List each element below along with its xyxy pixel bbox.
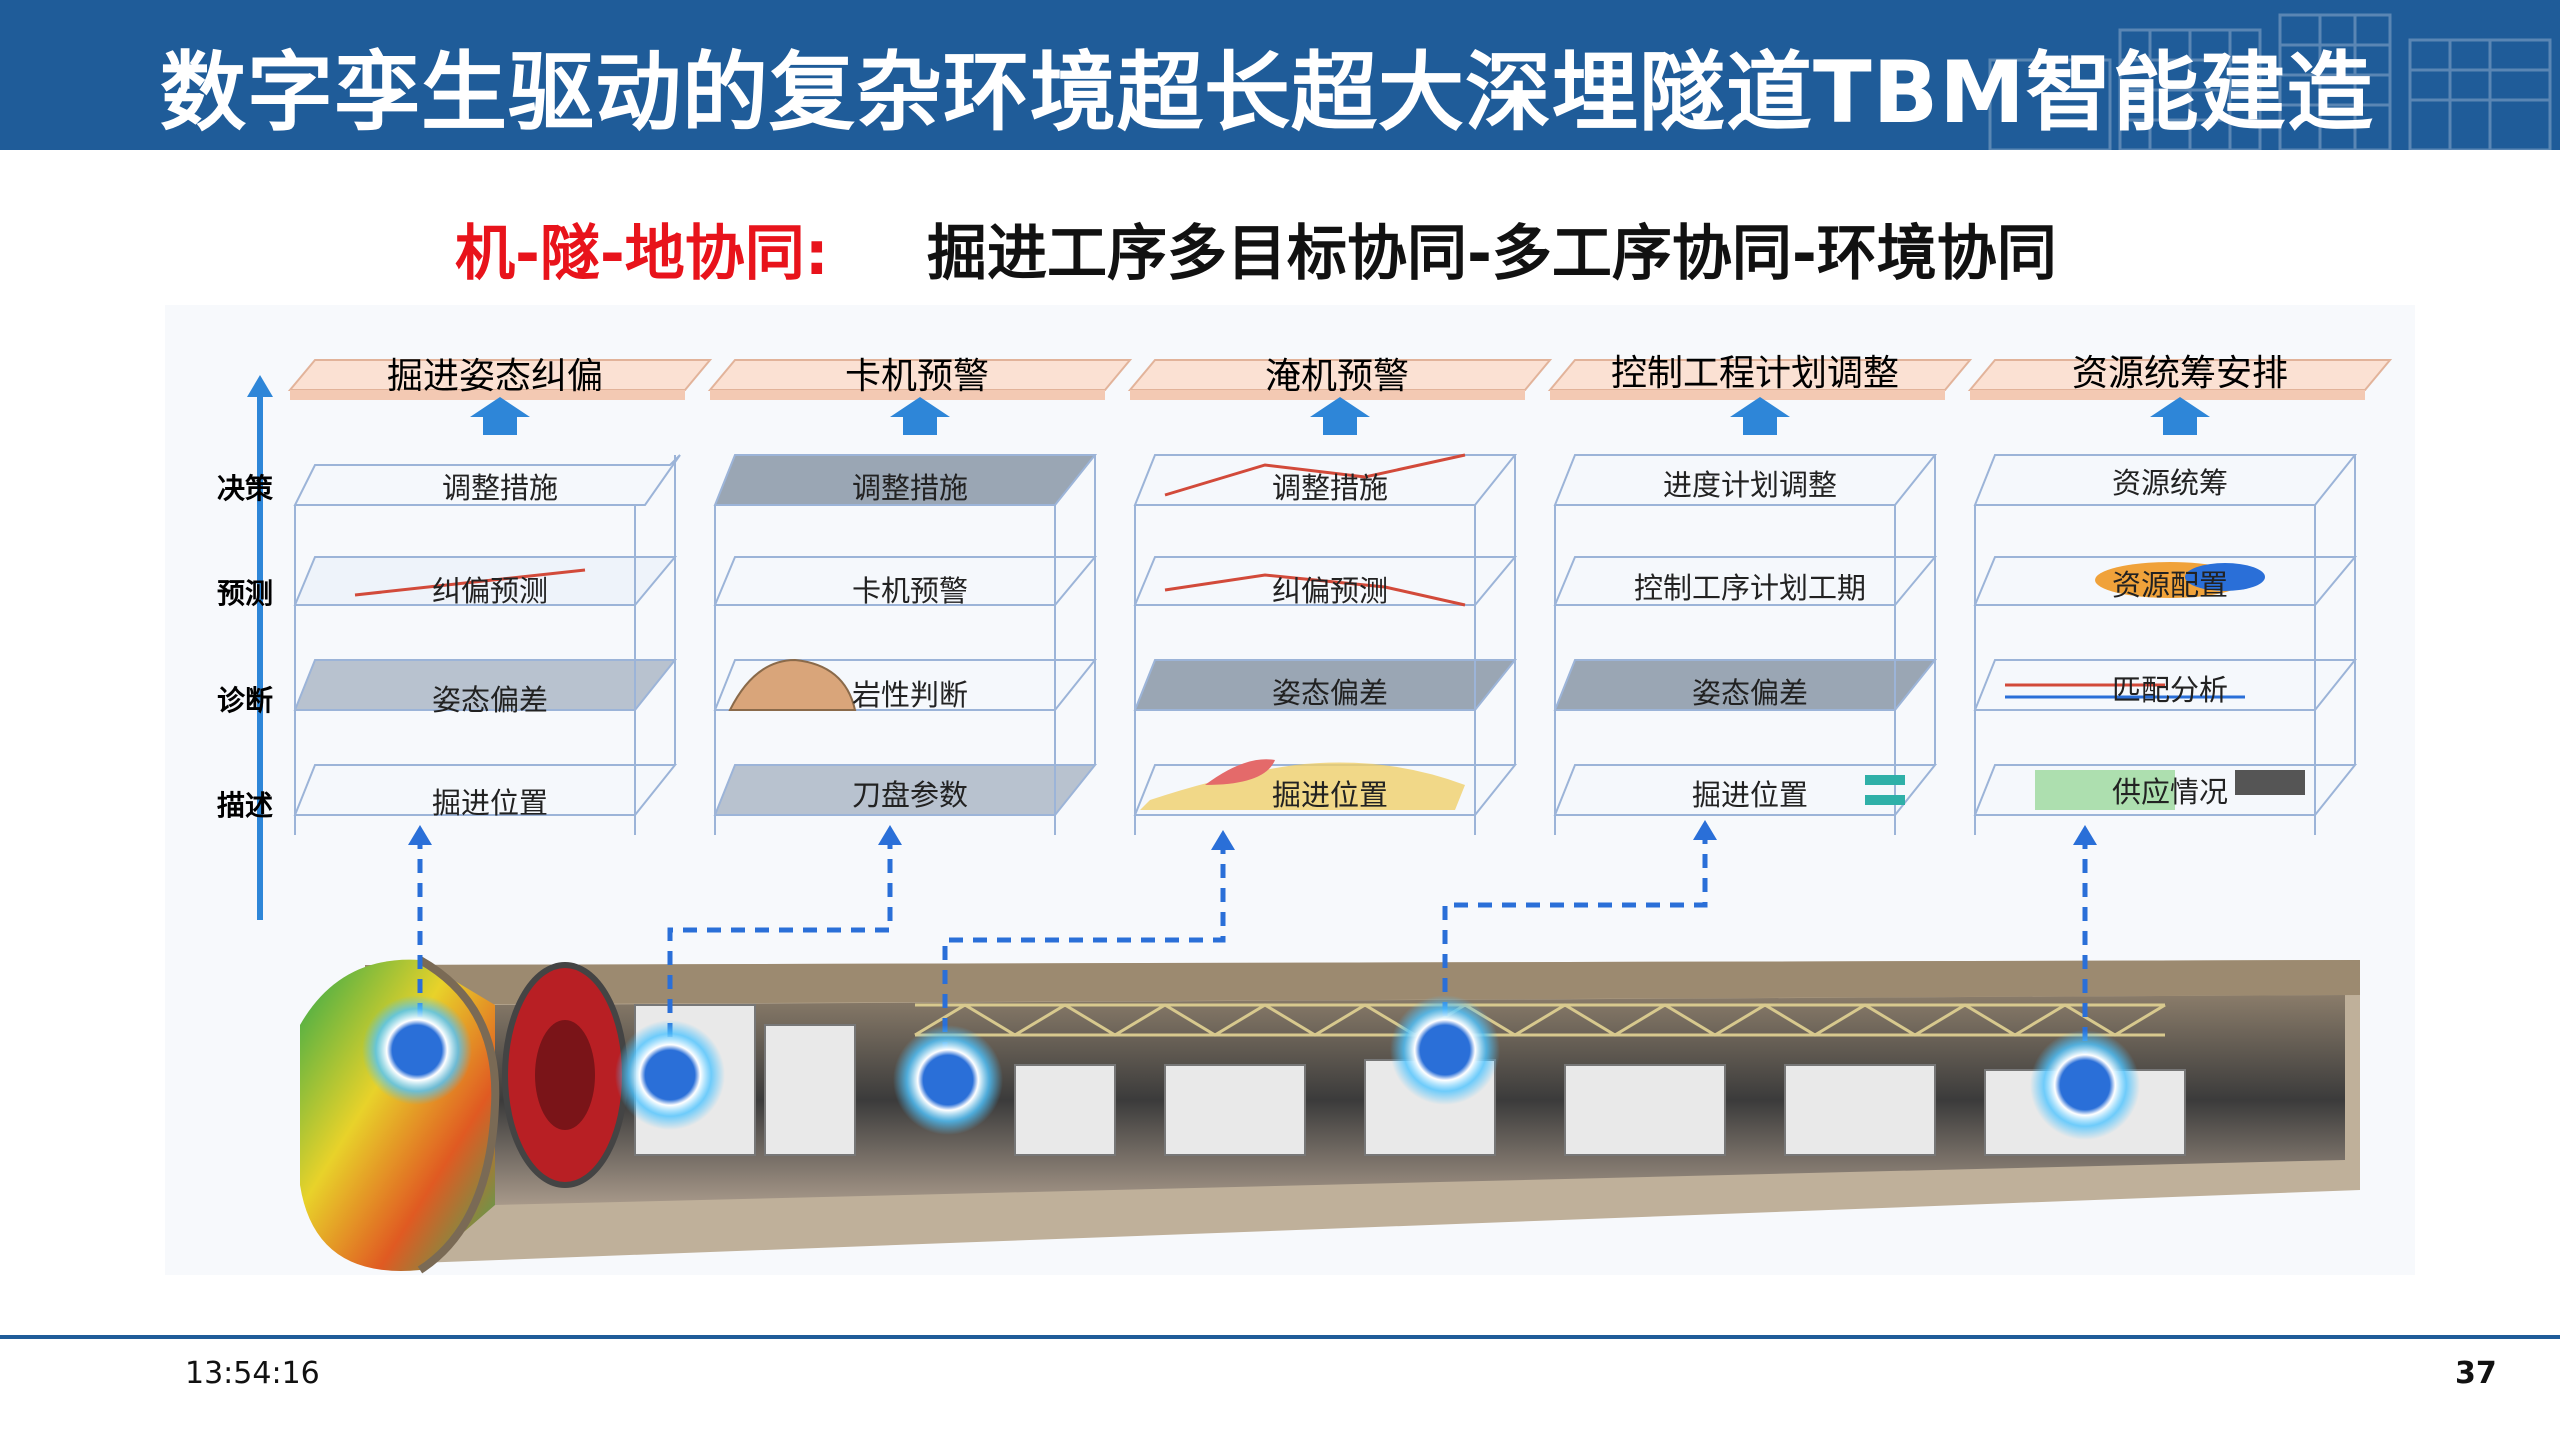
sensor-point-icon[interactable] (893, 1025, 1003, 1135)
axis-arrowhead (247, 375, 273, 397)
layer-description: 掘进位置 (1272, 778, 1388, 812)
subtitle-text: 掘进工序多目标协同-多工序协同-环境协同 (926, 219, 2057, 289)
column-title: 淹机预警 (1265, 356, 1409, 397)
up-arrow-icon (2150, 397, 2210, 435)
layer-prediction: 纠偏预测 (432, 574, 548, 608)
header-bar: 数字孪生驱动的复杂环境超长超大深埋隧道TBM智能建造 (0, 0, 2560, 150)
sensor-point-icon[interactable] (1390, 995, 1500, 1105)
layer-diagnosis: 姿态偏差 (1692, 676, 1808, 710)
page-title: 数字孪生驱动的复杂环境超长超大深埋隧道TBM智能建造 (160, 43, 2374, 143)
layer-description: 刀盘参数 (852, 778, 968, 812)
up-arrow-icon (1730, 397, 1790, 435)
building-watermark (1988, 13, 2552, 150)
column-resource-coordination: 资源统筹安排 资源统筹 资源配置 匹配分析 供应情况 (1967, 353, 2393, 835)
sensor-point-icon[interactable] (2030, 1030, 2140, 1140)
row-label-prediction: 预测 (217, 577, 273, 610)
footer-divider (0, 1335, 2560, 1339)
column-schedule-adjustment: 控制工程计划调整 进度计划调整 控制工序计划工期 姿态偏差 掘进位置 (1547, 353, 1973, 835)
layer-diagnosis: 姿态偏差 (1272, 676, 1388, 710)
layer-decision: 调整措施 (442, 471, 558, 505)
layer-diagnosis: 姿态偏差 (432, 683, 548, 717)
row-label-description: 描述 (217, 789, 273, 822)
column-jam-warning: 卡机预警 调整措施 卡机预警 岩性判断 刀盘参数 (707, 356, 1133, 835)
row-label-diagnosis: 诊断 (217, 684, 273, 717)
timestamp: 13:54:16 (185, 1356, 320, 1391)
layer-diagnosis: 匹配分析 (2112, 673, 2228, 707)
row-label-decision: 决策 (217, 472, 273, 505)
up-arrow-icon (470, 397, 530, 435)
sensor-point-icon[interactable] (615, 1020, 725, 1130)
layer-decision: 调整措施 (852, 471, 968, 505)
page-number: 37 (2455, 1356, 2497, 1391)
layer-prediction: 资源配置 (2112, 568, 2228, 602)
column-title: 资源统筹安排 (2072, 353, 2288, 394)
subtitle-highlight: 机-隧-地协同: (455, 219, 829, 289)
sensor-point-icon[interactable] (362, 995, 472, 1105)
layer-description: 掘进位置 (1692, 778, 1808, 812)
column-title: 卡机预警 (845, 356, 989, 397)
layer-decision: 调整措施 (1272, 471, 1388, 505)
subtitle: 机-隧-地协同: 掘进工序多目标协同-多工序协同-环境协同 (455, 205, 2057, 292)
connector-arrowheads (408, 820, 2097, 850)
column-flood-warning: 淹机预警 调整措施 纠偏预测 姿态偏差 掘进位置 (1127, 356, 1553, 835)
layer-decision: 资源统筹 (2112, 466, 2228, 500)
column-title: 控制工程计划调整 (1611, 353, 1899, 394)
layer-prediction: 控制工序计划工期 (1634, 571, 1866, 605)
collaboration-diagram: 决策 预测 诊断 描述 掘进姿态纠偏 调整措施 纠偏预测 姿态偏差 掘进位置 (165, 305, 2415, 1275)
column-attitude-correction: 掘进姿态纠偏 调整措施 纠偏预测 姿态偏差 掘进位置 (287, 356, 713, 835)
up-arrow-icon (890, 397, 950, 435)
diagram-canvas: 决策 预测 诊断 描述 掘进姿态纠偏 调整措施 纠偏预测 姿态偏差 掘进位置 (217, 353, 2393, 1274)
layer-prediction: 纠偏预测 (1272, 574, 1388, 608)
layer-description: 供应情况 (2112, 775, 2228, 809)
column-title: 掘进姿态纠偏 (387, 356, 603, 397)
tbm-tunnel-illustration (300, 956, 2360, 1274)
up-arrow-icon (1310, 397, 1370, 435)
layer-prediction: 卡机预警 (852, 574, 968, 608)
layer-decision: 进度计划调整 (1663, 468, 1837, 502)
layer-diagnosis: 岩性判断 (852, 678, 968, 712)
layer-description: 掘进位置 (432, 786, 548, 820)
